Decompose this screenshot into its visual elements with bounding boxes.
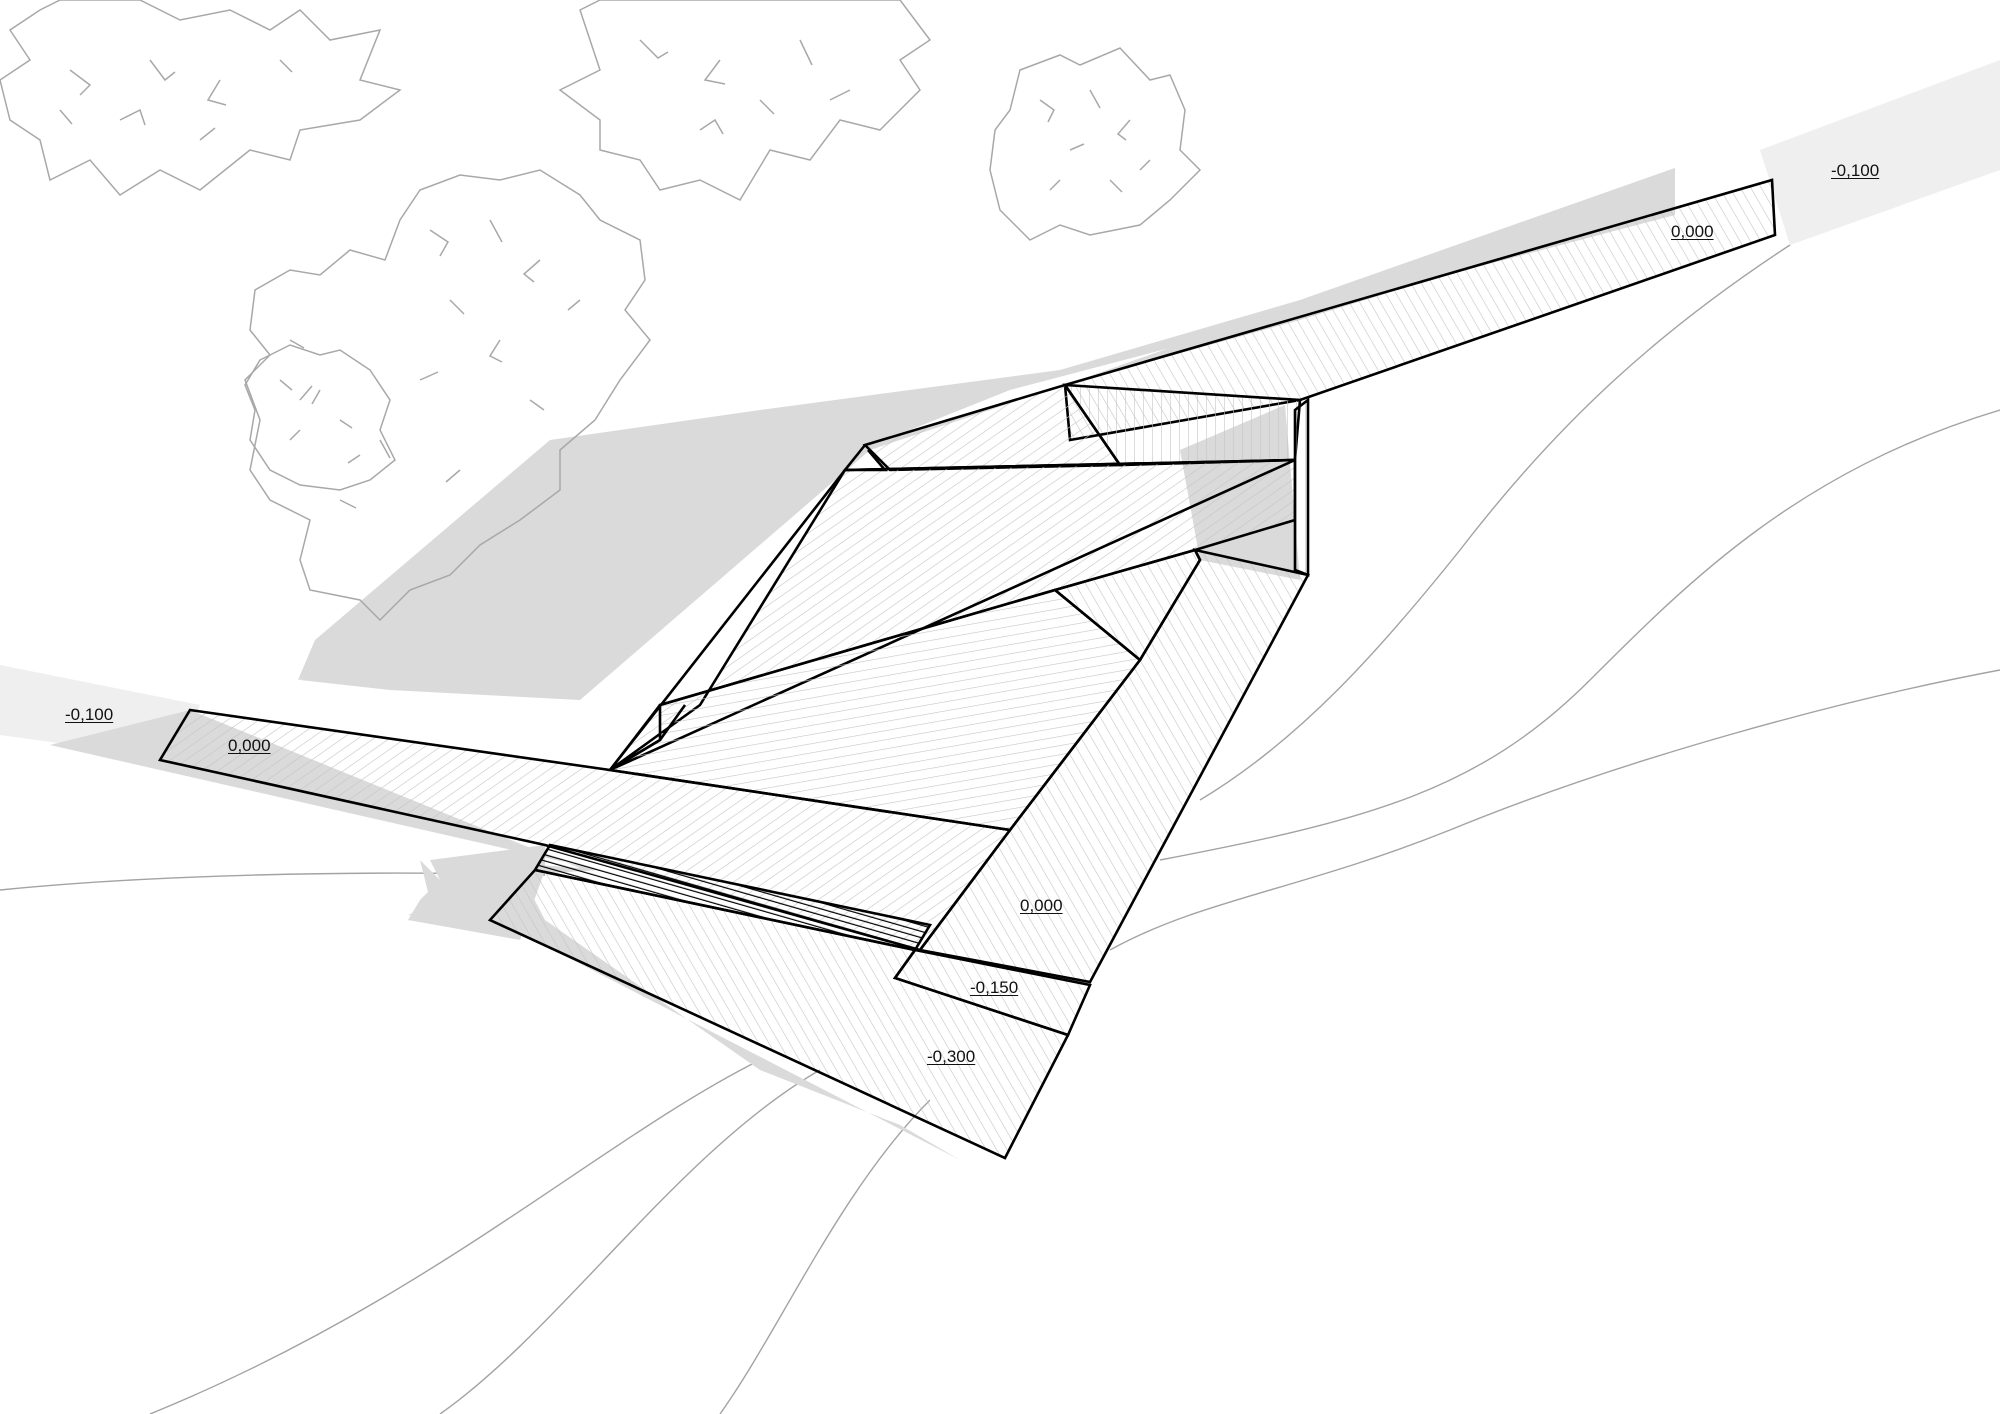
tree-canopy [989, 47, 1202, 241]
step-300 [487, 868, 1070, 1160]
elevation-label-step-2: -0,300 [927, 1047, 976, 1066]
tree-canopy [244, 169, 651, 622]
elevation-label-step-1: -0,150 [970, 978, 1019, 997]
right-slit [1293, 397, 1310, 577]
tree-canopy [558, 0, 932, 201]
trees [0, 0, 1202, 622]
elevation-label-deck-south: 0,000 [1020, 896, 1063, 915]
elevation-label-path-east: -0,100 [1831, 161, 1880, 180]
building-deck [157, 178, 1777, 1160]
contour-lines [0, 244, 2000, 1414]
inner-kink [609, 704, 687, 772]
elevation-label-deck-west: 0,000 [228, 736, 271, 755]
tree-canopy [244, 344, 396, 491]
main-roof-frame [608, 458, 1296, 772]
elevation-label-deck-east: 0,000 [1671, 222, 1714, 241]
elevation-label-path-west: -0,100 [65, 705, 114, 724]
corner-detail [842, 444, 888, 472]
tree-canopy [0, 0, 402, 196]
